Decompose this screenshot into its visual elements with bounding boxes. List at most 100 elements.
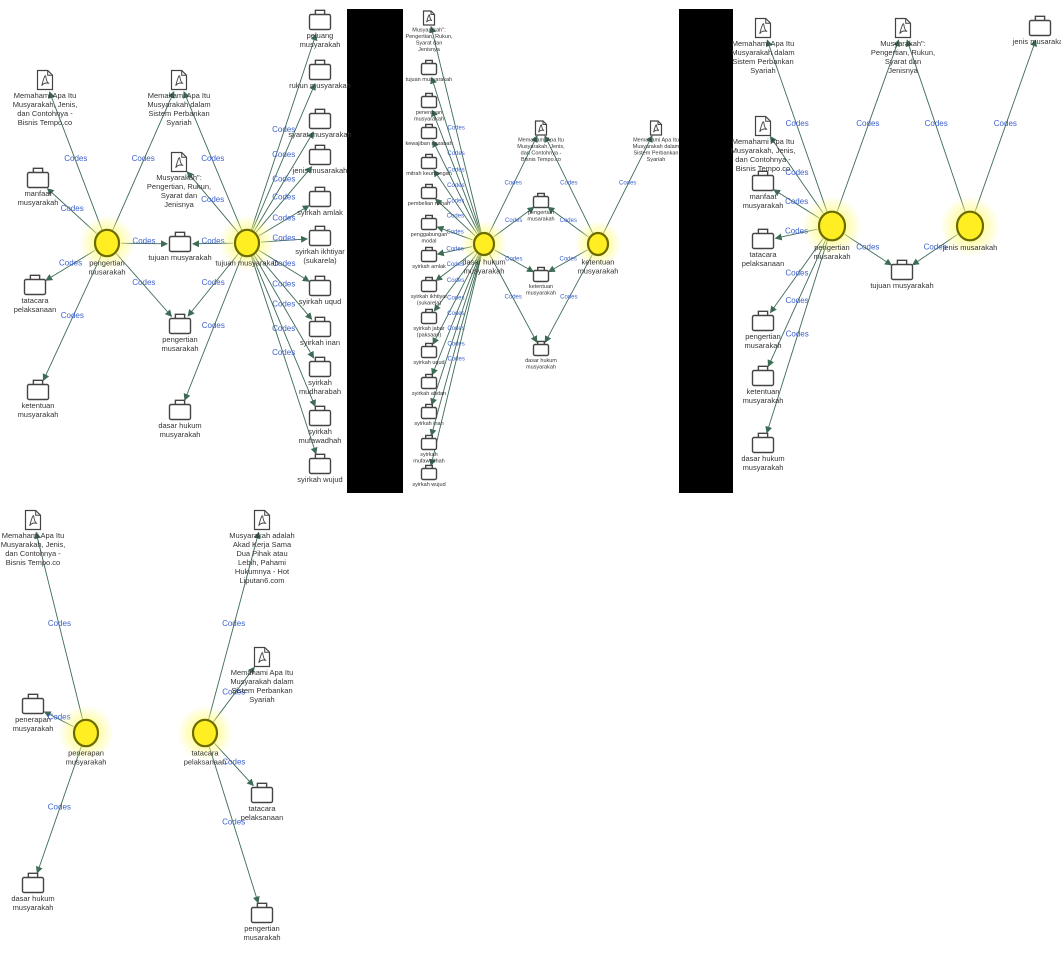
category-node-tujuan-musyarakah[interactable]: tujuan musyarakah [406, 59, 452, 83]
edge-label-codes: Codes [619, 181, 636, 187]
category-folder-icon [420, 183, 438, 200]
black-separator-left [347, 9, 403, 493]
category-node-syirkah-wujud[interactable]: syirkah wujud [297, 453, 343, 484]
category-node-mitrah-keuntungan[interactable]: mitrah keuntungan [406, 153, 452, 177]
category-node-syarat-musyarakah[interactable]: syarat musyarakah [288, 108, 352, 139]
category-node-pembelian-rumah[interactable]: pembelian rumah [408, 183, 451, 207]
edge-label-codes: Codes [505, 218, 522, 224]
category-folder-icon [308, 225, 332, 247]
category-folder-icon [26, 379, 50, 401]
document-node-musyarakah-pengertian-rukun-syarat-dan-jenisnya[interactable]: Musyarakah":Pengertian, Rukun,Syarat dan… [871, 17, 935, 76]
edge-p2-dh-j [433, 253, 478, 312]
edge-label-codes: Codes [560, 218, 577, 224]
category-node-syirkah-inan[interactable]: syirkah inan [414, 403, 444, 427]
category-node-tujuan-musyarakah[interactable]: tujuan musyarakah [870, 259, 934, 290]
edge-p2-dh-k [432, 254, 479, 345]
category-node-syirkah-abdan[interactable]: syirkah abdan [412, 373, 446, 397]
category-node-tujuan-musyarakah[interactable]: tujuan musyarakah [148, 231, 212, 262]
node-label: syirkah wujud [297, 475, 342, 484]
category-node-syirkah-wujud[interactable]: syirkah wujud [412, 464, 446, 488]
edge-label-codes: Codes [48, 619, 71, 628]
document-node-musyarakah-pengertian-rukun-syarat-dan-jenisnya[interactable]: Musyarakah":Pengertian, Rukun,Syarat dan… [147, 151, 211, 210]
code-node-tujuan-musyarakah[interactable]: tujuan musyarakah [215, 215, 279, 271]
node-label: pembelian rumah [408, 201, 451, 207]
category-folder-icon [532, 340, 550, 357]
category-node-jenis-musarakah[interactable]: jenis musarakah [1012, 15, 1061, 46]
edge-p5-tp-d1 [208, 531, 261, 720]
category-folder-icon [420, 464, 438, 481]
edge-label-codes: Codes [272, 150, 295, 159]
category-node-syirkah-ikhtiyar-sukarela[interactable]: syirkah ikhtiyar(sukarela) [295, 225, 345, 265]
code-circle-icon [233, 228, 261, 258]
category-folder-icon [250, 782, 274, 804]
category-node-kewajiban-nasabah[interactable]: kewajiban nasabah [405, 123, 453, 147]
category-node-syirkah-amlak[interactable]: syirkah amlak [412, 246, 446, 270]
category-node-syirkah-uqud[interactable]: syirkah uqud [299, 275, 342, 306]
edge-label-codes: Codes [505, 257, 522, 263]
edge-p1-tm-s8 [255, 253, 313, 320]
pdf-document-icon [253, 509, 271, 531]
category-node-syirkah-inan[interactable]: syirkah inan [300, 316, 340, 347]
edge-p1-tm-s4 [255, 166, 313, 233]
edge-label-codes: Codes [447, 183, 464, 189]
document-node-musyarakah-pengertian-rukun-syarat-dan-jenisnya[interactable]: Musyarakah":Pengertian, Rukun,Syarat dan… [405, 10, 453, 53]
code-node-jenis-musarakah[interactable]: jenis musarakah [940, 196, 1000, 256]
category-node-jenis-musarakah[interactable]: jenis musarakah [292, 144, 348, 175]
node-label: syirkah inan [414, 421, 443, 427]
category-node-rukun-musyarakah[interactable]: rukun musyarakah [289, 59, 351, 90]
category-node-syirkah-amlak[interactable]: syirkah amlak [297, 186, 343, 217]
edge-label-codes: Codes [47, 712, 70, 721]
category-folder-icon [308, 453, 332, 475]
edge-label-codes: Codes [132, 237, 155, 246]
category-node-syirkah-ikhtiyar-sukarela[interactable]: syirkah ikhtiyar(sukarela) [411, 276, 448, 307]
code-circle-icon [472, 231, 496, 257]
category-node-syirkah-jabar-paksaan[interactable]: syirkah jabar(paksaan) [413, 308, 445, 339]
category-node-syirkah-uqud[interactable]: syirkah uqud [413, 342, 445, 366]
category-folder-icon [308, 186, 332, 208]
node-label: Musyarakah":Pengertian, Rukun,Syarat dan… [871, 39, 935, 75]
edge-p2-dh-n [429, 255, 482, 437]
